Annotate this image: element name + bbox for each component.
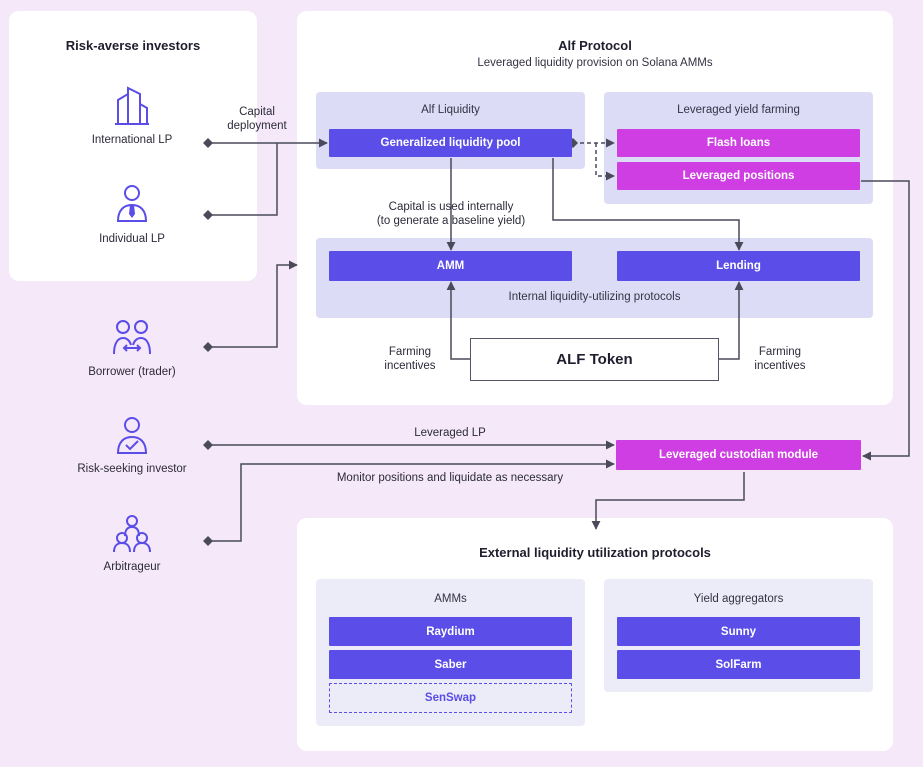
external-title: External liquidity utilization protocols	[479, 545, 711, 560]
risk-averse-title: Risk-averse investors	[65, 38, 201, 53]
borrower-icon	[113, 320, 151, 355]
amms-title: AMMs	[434, 593, 467, 605]
capital-internal-note-line2: (to generate a baseline yield)	[376, 215, 526, 227]
yield-farming-title: Leveraged yield farming	[677, 104, 800, 116]
lending-box[interactable]: Lending	[617, 251, 860, 281]
person-tie-icon	[116, 185, 148, 222]
alf-protocol-subtitle: Leveraged liquidity provision on Solana …	[477, 57, 713, 69]
risk-averse-panel: Risk-averse investors	[9, 11, 257, 281]
senswap-box[interactable]: SenSwap	[329, 683, 572, 713]
alf-token-box[interactable]: ALF Token	[470, 338, 719, 381]
internal-protocols-title: Internal liquidity-utilizing protocols	[508, 291, 681, 303]
capital-internal-note: Capital is used internally (to generate …	[361, 200, 541, 228]
buildings-icon	[115, 86, 149, 125]
solfarm-box[interactable]: SolFarm	[617, 650, 860, 679]
leveraged-lp-label: Leveraged LP	[414, 427, 486, 439]
aggregators-title: Yield aggregators	[693, 593, 784, 605]
raydium-box[interactable]: Raydium	[329, 617, 572, 646]
borrower-label: Borrower (trader)	[88, 366, 176, 378]
sunny-box[interactable]: Sunny	[617, 617, 860, 646]
individual-lp-label: Individual LP	[99, 233, 165, 245]
international-lp-label: International LP	[91, 134, 173, 146]
farming-incentives-right: Farming incentives	[743, 345, 817, 373]
person-check-icon	[116, 417, 148, 454]
farming-right-line1: Farming	[758, 346, 802, 358]
amm-box[interactable]: AMM	[329, 251, 572, 281]
generalized-liquidity-pool[interactable]: Generalized liquidity pool	[329, 129, 572, 157]
capital-internal-note-line1: Capital is used internally	[388, 201, 514, 213]
farming-incentives-left: Farming incentives	[373, 345, 447, 373]
flash-loans-box[interactable]: Flash loans	[617, 129, 860, 157]
risk-seeking-label: Risk-seeking investor	[77, 463, 187, 475]
capital-label-line1: Capital	[239, 106, 275, 118]
alf-liquidity-title: Alf Liquidity	[421, 104, 480, 116]
leveraged-positions-box[interactable]: Leveraged positions	[617, 162, 860, 190]
capital-deployment-label: Capital deployment	[212, 105, 302, 133]
alf-protocol-title: Alf Protocol	[558, 38, 632, 53]
leveraged-custodian-module[interactable]: Leveraged custodian module	[616, 440, 861, 470]
farming-right-line2: incentives	[754, 360, 806, 372]
farming-left-line1: Farming	[388, 346, 432, 358]
monitor-label: Monitor positions and liquidate as neces…	[336, 472, 564, 484]
saber-box[interactable]: Saber	[329, 650, 572, 679]
capital-label-line2: deployment	[227, 120, 287, 132]
group-icon	[113, 515, 151, 553]
farming-left-line2: incentives	[384, 360, 436, 372]
arbitrageur-label: Arbitrageur	[103, 561, 161, 573]
